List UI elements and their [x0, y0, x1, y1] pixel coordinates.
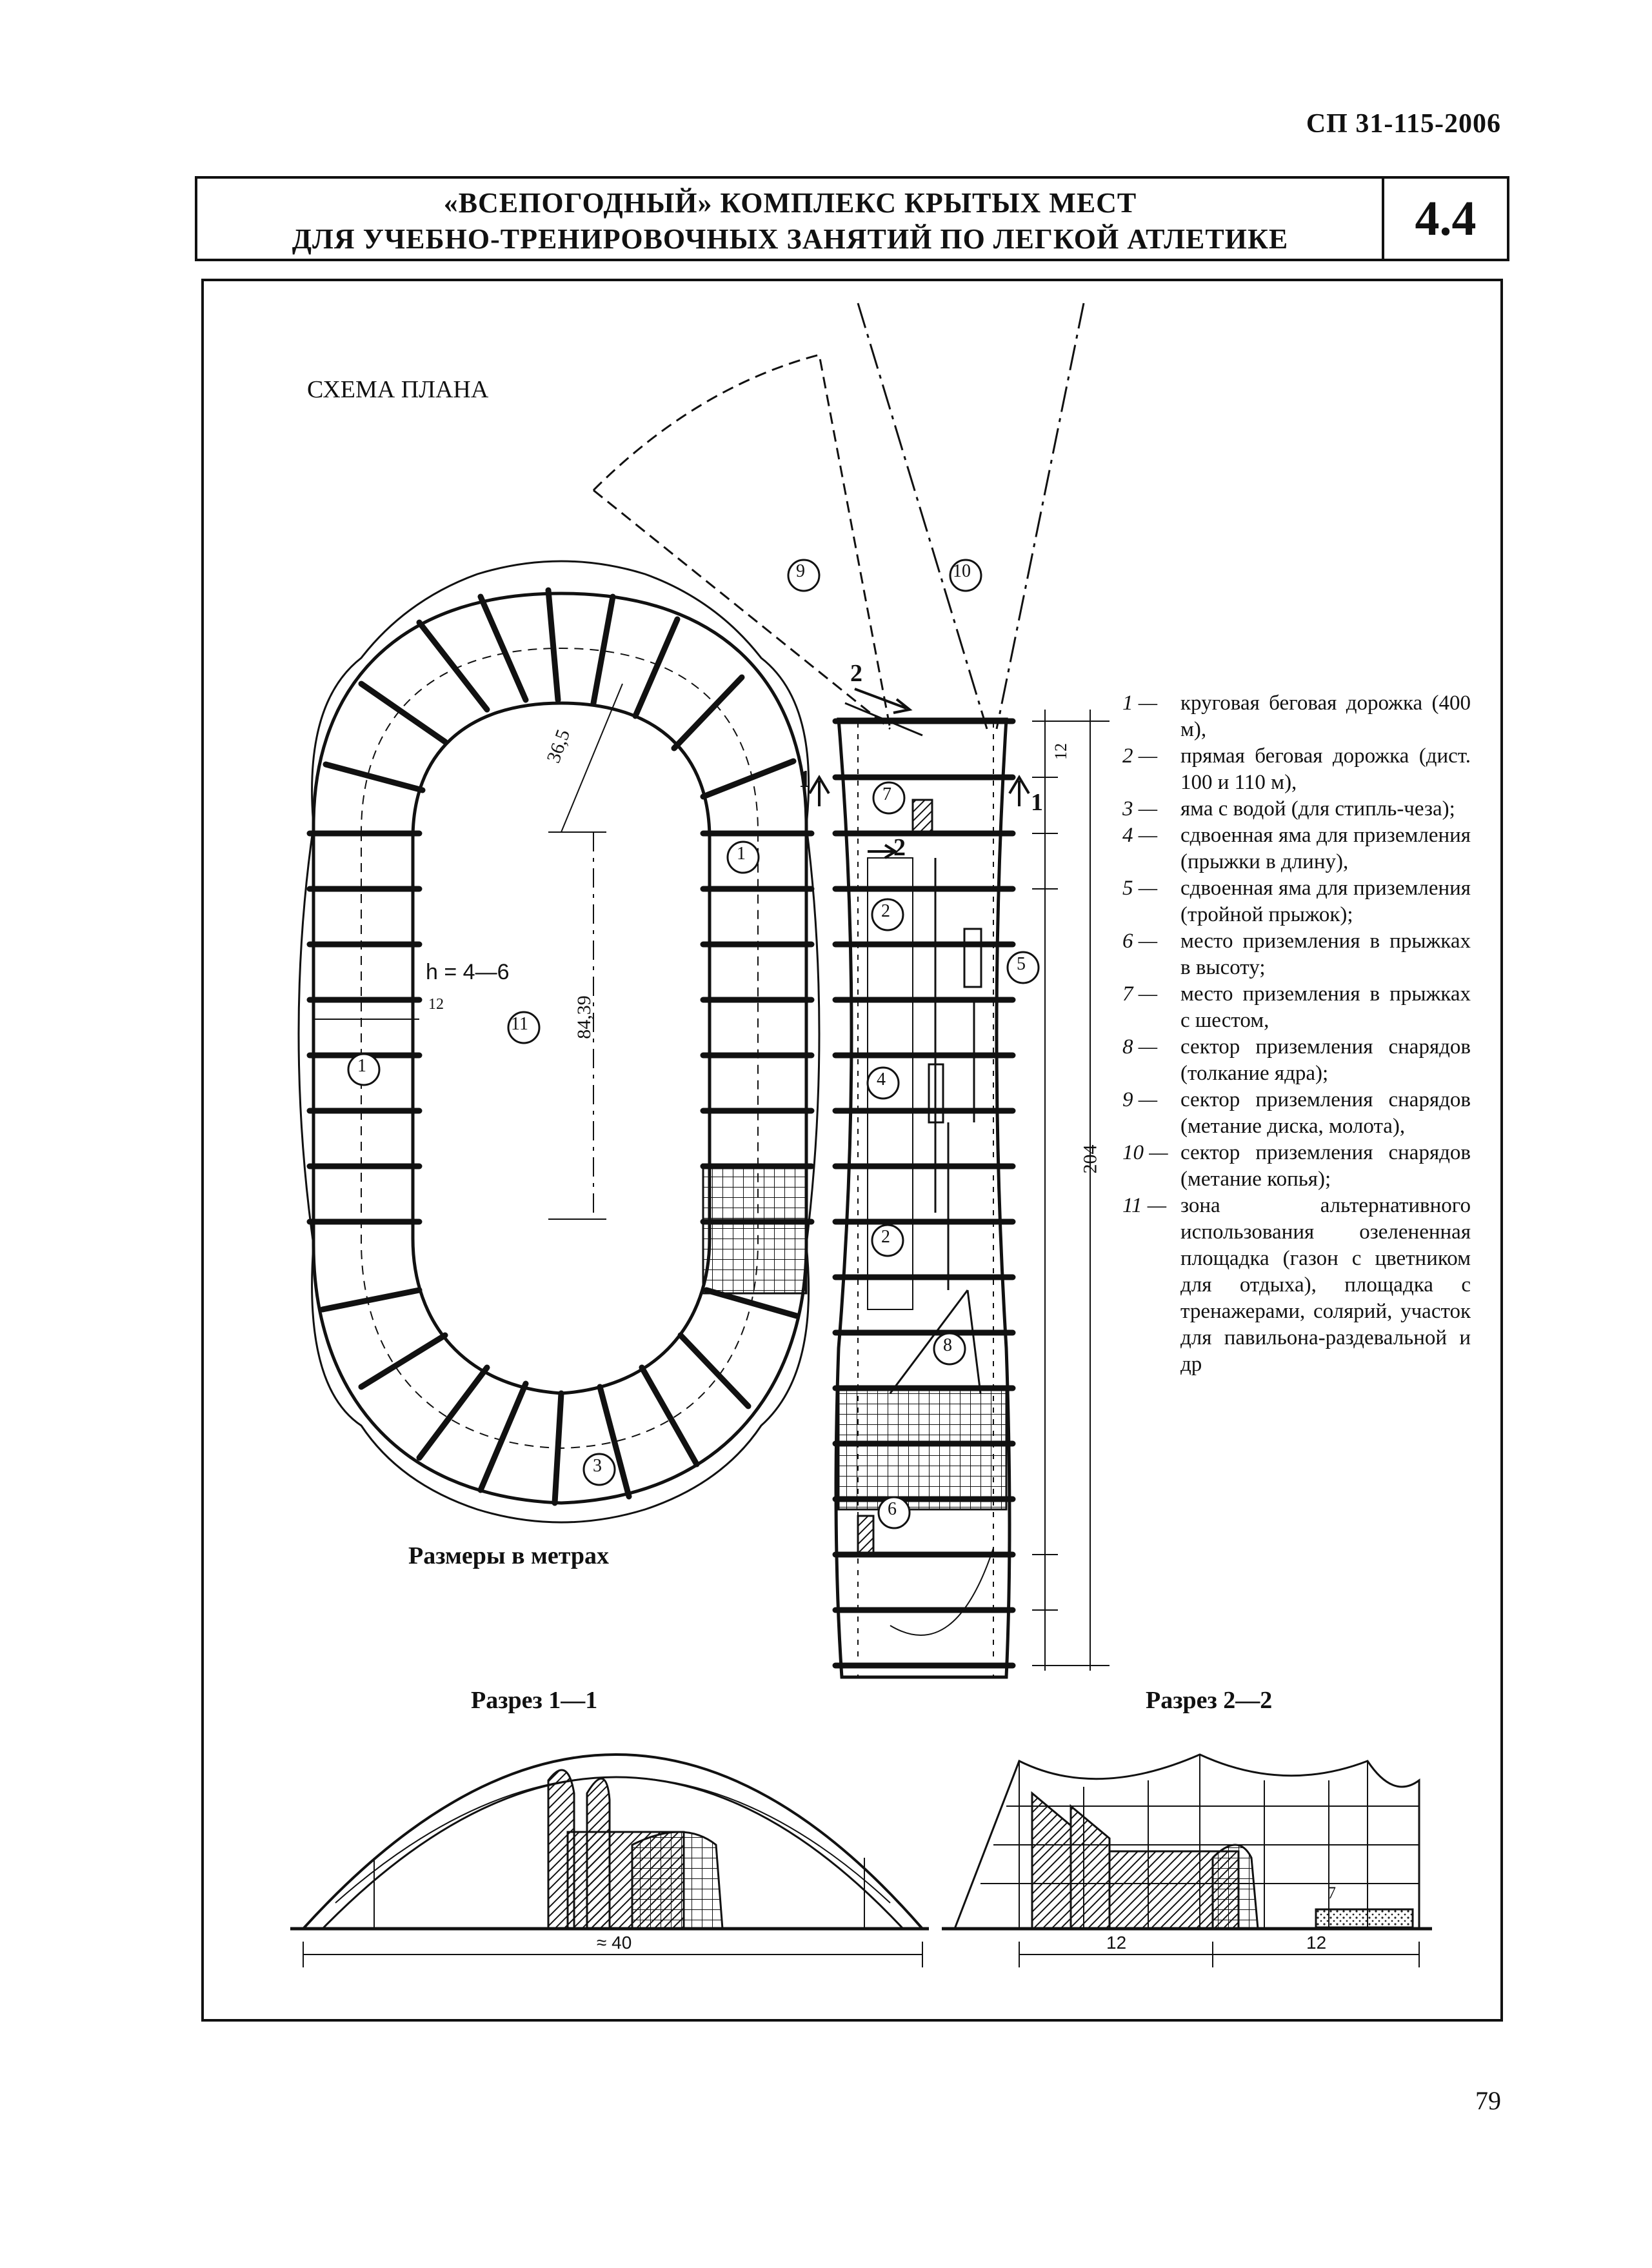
- callout-1-right: 1: [737, 844, 746, 864]
- section-1-net: [631, 1831, 724, 1929]
- section-2-net: [1211, 1844, 1259, 1929]
- straight-outer-edge: [834, 717, 1011, 1679]
- oval-inner-edge: [411, 701, 712, 1395]
- section-mark-2-label-top: 2: [850, 660, 862, 687]
- pit-6: [857, 1515, 875, 1556]
- callout-2-upper: 2: [881, 901, 890, 921]
- sheet-title: «ВСЕПОГОДНЫЙ» КОМПЛЕКС КРЫТЫХ МЕСТ ДЛЯ У…: [197, 183, 1383, 260]
- callout-11: 11: [511, 1014, 528, 1034]
- section-2-dimension-a: 12: [1106, 1933, 1127, 1953]
- title-block: «ВСЕПОГОДНЫЙ» КОМПЛЕКС КРЫТЫХ МЕСТ ДЛЯ У…: [195, 176, 1509, 261]
- sheet-title-line-2: ДЛЯ УЧЕБНО-ТРЕНИРОВОЧНЫХ ЗАНЯТИЙ ПО ЛЕГК…: [292, 223, 1289, 255]
- legend-item: 3 —яма с водой (для стипль-чеза);: [1122, 797, 1455, 821]
- section-mark-1-right: [1008, 775, 1030, 806]
- drawing-frame: [201, 279, 1503, 2022]
- section-mark-1-left: [808, 775, 830, 806]
- callout-9: 9: [796, 561, 805, 581]
- legend-item: 9 —сектор приземления снарядов (метание …: [1122, 1088, 1471, 1138]
- oval-ribs: [306, 587, 815, 1506]
- section-2-panel-1: [1031, 1791, 1072, 1930]
- straight-netted-section: [837, 1386, 1008, 1511]
- legend-item: 7 —место приземления в прыжках с шестом,: [1122, 982, 1471, 1032]
- callout-3: 3: [593, 1456, 602, 1476]
- shot-put-sector-8: [889, 1289, 982, 1394]
- legend-item: 8 —сектор приземления снарядов (толкание…: [1122, 1035, 1471, 1085]
- legend-item: 1 —круговая беговая дорожка (400 м),: [1122, 691, 1471, 741]
- section-1-arch-roof: [335, 1776, 891, 1904]
- callout-circles: [347, 559, 1040, 1529]
- height-dimension: h = 4—6: [426, 960, 510, 984]
- section-2-dimension-b: 12: [1306, 1933, 1327, 1953]
- length-dimension: 84,39: [573, 995, 595, 1039]
- rib-spacing-dimension: 12: [428, 996, 444, 1013]
- radius-dim-line: [561, 683, 623, 833]
- callout-5: 5: [1017, 954, 1026, 974]
- throwing-sector-9-boundary: [592, 353, 891, 730]
- legend-item: 6 —место приземления в прыжках в высоту;: [1122, 930, 1471, 979]
- legend: 1 —круговая беговая дорожка (400 м), 2 —…: [1122, 690, 1471, 1378]
- sheet-number: 4.4: [1382, 179, 1507, 259]
- section-1-span-dimension: ≈ 40: [597, 1933, 632, 1953]
- legend-item: 4 —сдвоенная яма для приземления (прыжки…: [1122, 824, 1471, 873]
- section-mark-2-label-mid: 2: [893, 834, 906, 861]
- straight-ribs: [832, 718, 1016, 1669]
- pit-7: [911, 799, 933, 833]
- section-mark-1-label-left: 1: [799, 766, 811, 793]
- section-2-callout-7: 7: [1328, 1884, 1336, 1902]
- legend-item: 10 —сектор приземления снарядов (метание…: [1122, 1141, 1471, 1191]
- segment-dimension: 12: [1051, 743, 1070, 760]
- page-number: 79: [1475, 2086, 1501, 2115]
- section-2-title: Разрез 2—2: [1146, 1687, 1273, 1714]
- legend-item: 5 —сдвоенная яма для приземления (тройно…: [1122, 877, 1471, 926]
- section-2-2-drawing: [942, 1753, 1432, 1967]
- section-mark-1-label-right: 1: [1031, 789, 1043, 816]
- callout-2-lower: 2: [881, 1227, 890, 1247]
- section-mark-2-mid: [868, 844, 898, 859]
- high-jump-arc: [890, 1547, 994, 1636]
- plan-title: СХЕМА ПЛАНА: [307, 376, 489, 403]
- total-length-dimension: 204: [1079, 1144, 1101, 1174]
- section-2-panel-2: [1070, 1804, 1111, 1930]
- section-2-roof-outline: [953, 1753, 1420, 1929]
- callout-10: 10: [953, 561, 971, 581]
- legend-item: 11 —зона альтернативного использования о…: [1122, 1194, 1471, 1376]
- callout-8: 8: [943, 1335, 952, 1355]
- legend-item: 2 —прямая беговая дорожка (дист. 100 и 1…: [1122, 744, 1471, 794]
- oval-track-plan: [297, 303, 1085, 1524]
- callout-1-left: 1: [357, 1056, 366, 1076]
- document-code: СП 31-115-2006: [1306, 109, 1501, 139]
- callout-7: 7: [882, 784, 891, 804]
- section-2-pole-vault-mat: [1315, 1908, 1414, 1929]
- section-1-1-drawing: [290, 1753, 929, 1967]
- throwing-sector-10-boundary: [857, 303, 1085, 730]
- section-mark-2-top: [854, 688, 913, 714]
- callout-6: 6: [888, 1499, 897, 1519]
- pit-5: [963, 928, 982, 988]
- oval-netted-section: [702, 1163, 808, 1295]
- units-note: Размеры в метрах: [408, 1542, 610, 1569]
- section-1-arch-outer: [302, 1753, 924, 1930]
- callout-4: 4: [877, 1069, 886, 1089]
- straight-track-plan: [808, 688, 1110, 1679]
- oval-lane-line: [361, 647, 759, 1449]
- pit-4: [928, 1063, 944, 1124]
- section-1-title: Разрез 1—1: [471, 1687, 598, 1714]
- sheet-title-line-1: «ВСЕПОГОДНЫЙ» КОМПЛЕКС КРЫТЫХ МЕСТ: [443, 187, 1137, 219]
